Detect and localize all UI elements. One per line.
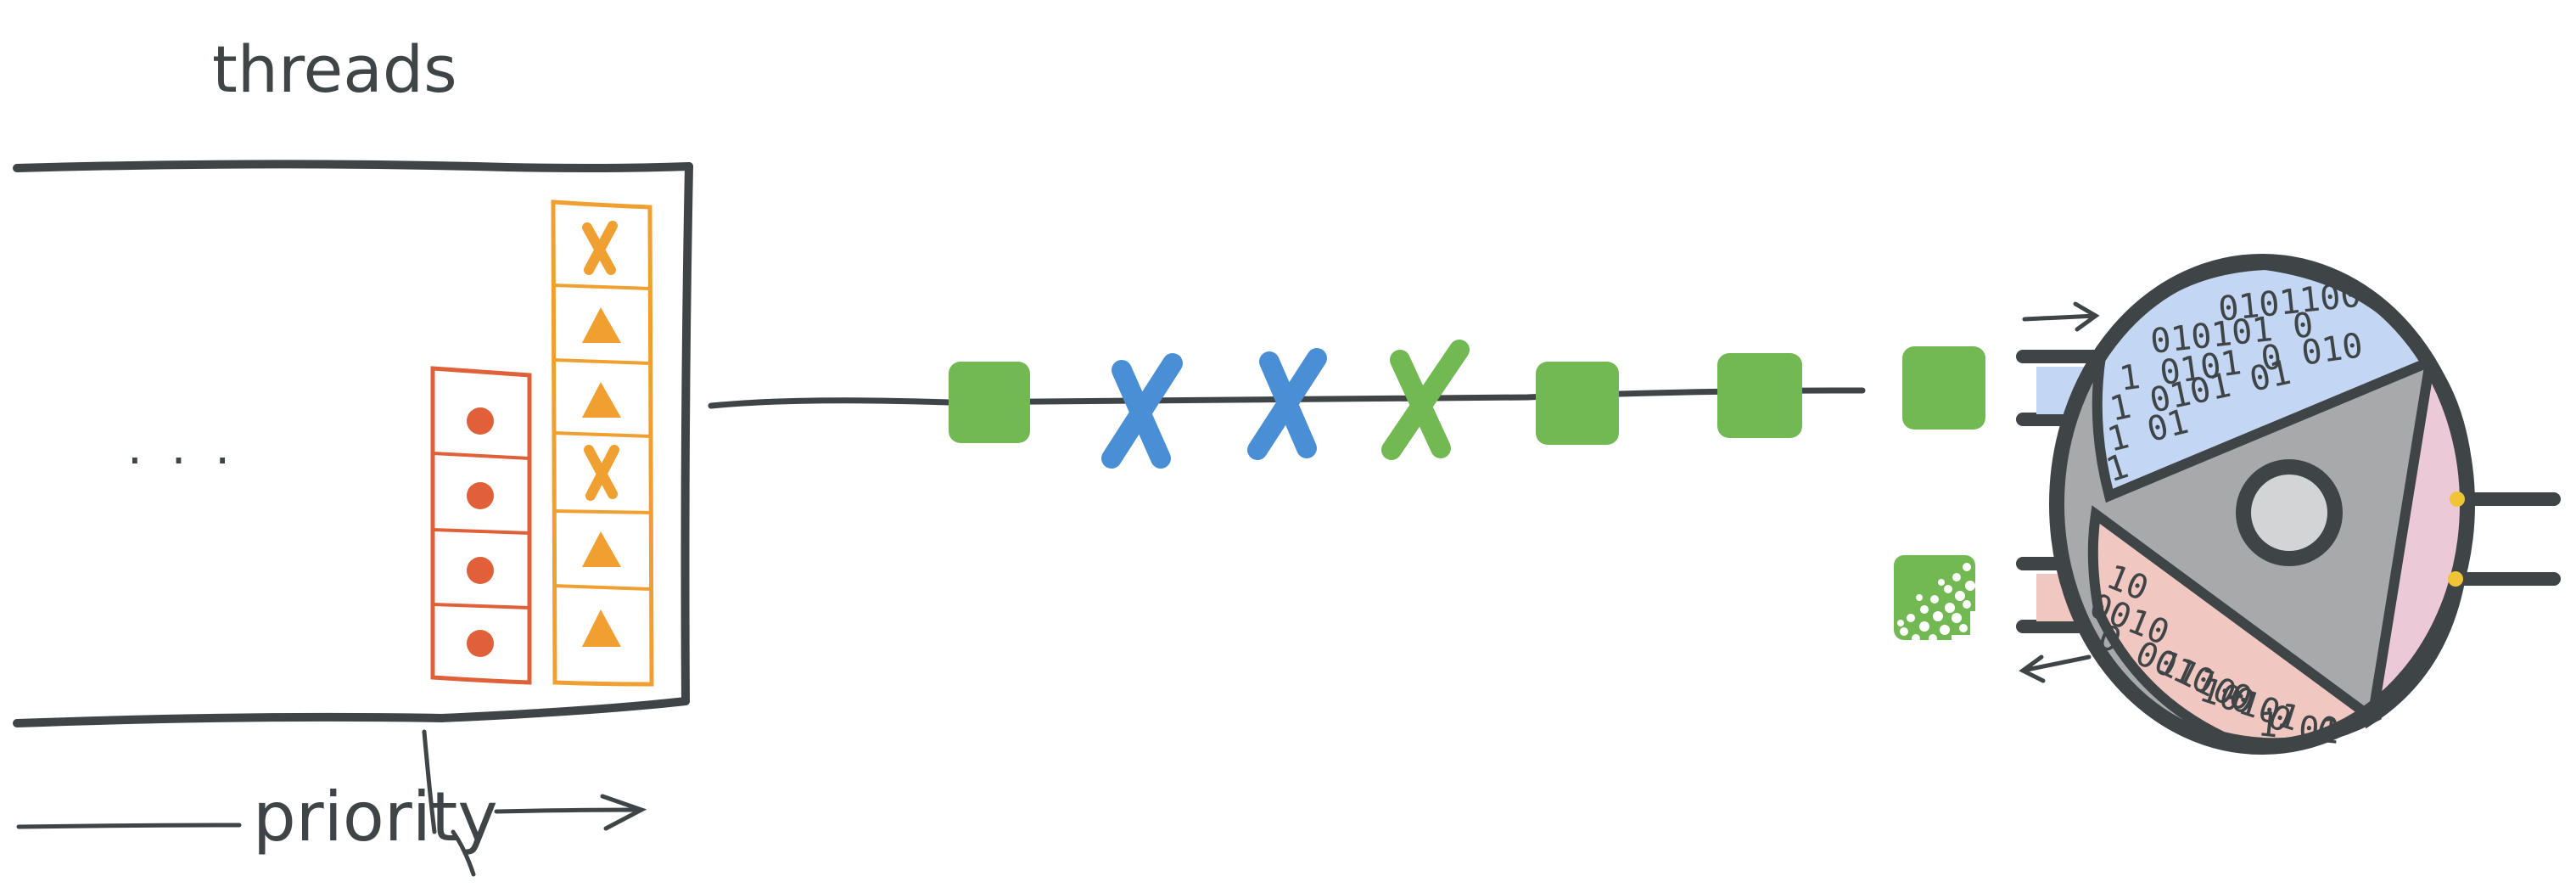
red-thread-column: [430, 366, 532, 685]
ellipsis-label: · · ·: [127, 434, 237, 489]
orange-triangle-1: [582, 307, 621, 343]
pipeline-green-square-1: [949, 362, 1030, 443]
threads-box: [13, 160, 693, 727]
red-dot-3: [467, 557, 494, 584]
red-dot-4: [467, 630, 494, 657]
priority-label: priority: [253, 778, 498, 856]
dissolving-green-square: [1894, 555, 1979, 645]
orange-triangle-4: [582, 609, 621, 647]
priority-axis: [16, 729, 647, 877]
red-dot-2: [467, 482, 494, 509]
pipeline-green-square-2: [1536, 362, 1619, 445]
lower-bits-row-6: 1 01: [2256, 705, 2342, 752]
pipeline-blue-x-1: [1101, 353, 1183, 469]
threads-label: threads: [212, 31, 457, 107]
orange-thread-column: [551, 199, 654, 687]
pipeline-green-x: [1381, 340, 1470, 460]
orange-x-mark-1: [582, 221, 618, 275]
engine-shaft: [2236, 459, 2343, 566]
orange-triangle-2: [582, 382, 621, 418]
pipeline-green-square-4: [1902, 346, 1985, 430]
engine: 0101100 010101 0 1 0101 0 010 1 0101 01 …: [2016, 254, 2561, 755]
red-dot-1: [467, 407, 494, 435]
pipeline-green-square-3: [1717, 353, 1802, 438]
inlet-arrow: [2022, 301, 2100, 332]
orange-triangle-3: [582, 531, 621, 567]
orange-x-mark-2: [584, 445, 619, 501]
pipeline-blue-x-2: [1247, 348, 1327, 460]
outlet-arrow: [2019, 654, 2092, 683]
pipeline-items: [949, 340, 1985, 469]
